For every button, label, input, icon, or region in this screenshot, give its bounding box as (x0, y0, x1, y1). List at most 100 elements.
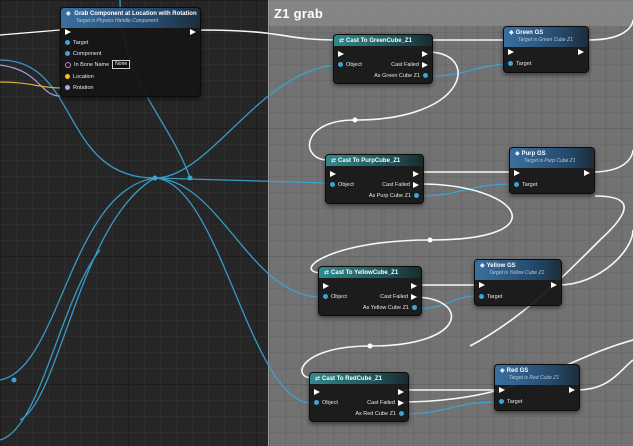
cast-failed-label: Cast Failed (391, 61, 419, 68)
gs-node-header[interactable]: ◆Green GS Target is Green Cube Z1 (504, 27, 588, 47)
cast-node-title: Cast To GreenCube_Z1 (346, 38, 412, 44)
object-pin-icon[interactable] (314, 400, 319, 405)
gs-node-subtitle: Target is Purp Cube Z1 (524, 158, 576, 164)
target-pin-icon[interactable] (508, 61, 513, 66)
exec-in-pin-icon[interactable] (499, 386, 505, 393)
gs-node-green[interactable]: ◆Green GS Target is Green Cube Z1 Target (503, 26, 589, 73)
exec-in-pin-icon[interactable] (508, 48, 514, 55)
reroute-node (427, 237, 433, 243)
object-wire (0, 249, 101, 441)
grab-node-header[interactable]: ◆ Grab Component at Location with Rotati… (61, 8, 200, 28)
cast-node-purp[interactable]: ⇄Cast To PurpCube_Z1 Object Cast Failed … (325, 154, 424, 204)
cast-node-header[interactable]: ⇄Cast To RedCube_Z1 (310, 373, 408, 384)
gs-node-purp[interactable]: ◆Purp GS Target is Purp Cube Z1 Target (509, 147, 595, 194)
function-diamond-icon: ◆ (500, 368, 505, 374)
cast-node-header[interactable]: ⇄Cast To YellowCube_Z1 (319, 267, 421, 278)
exec-out-pin-icon[interactable] (413, 170, 419, 177)
component-pin-icon[interactable] (65, 51, 70, 56)
exec-out-pin-icon[interactable] (584, 169, 590, 176)
object-label: Object (338, 181, 354, 188)
cast-node-title: Cast To RedCube_Z1 (322, 376, 382, 382)
target-pin-icon[interactable] (479, 294, 484, 299)
function-diamond-icon: ◆ (66, 11, 71, 17)
exec-in-pin-icon[interactable] (323, 282, 329, 289)
function-diamond-icon: ◆ (515, 151, 520, 157)
target-label: Target (522, 181, 538, 188)
object-pin-icon[interactable] (323, 294, 328, 299)
reroute-node (367, 343, 373, 349)
cast-node-title: Cast To PurpCube_Z1 (338, 158, 401, 164)
exec-wire (196, 29, 338, 41)
exec-wire (591, 149, 633, 173)
cast-node-header[interactable]: ⇄Cast To GreenCube_Z1 (334, 35, 432, 46)
object-pin-icon[interactable] (338, 62, 343, 67)
object-wire (419, 183, 514, 197)
exec-in-pin-icon[interactable] (514, 169, 520, 176)
object-label: Object (346, 61, 362, 68)
cast-output-pin-icon[interactable] (399, 411, 404, 416)
rotation-pin-icon[interactable] (65, 85, 70, 90)
cast-output-label: As Yellow Cube Z1 (362, 304, 409, 311)
exec-out-pin-icon[interactable] (551, 281, 557, 288)
object-pin-icon[interactable] (330, 182, 335, 187)
exec-in-pin-icon[interactable] (314, 388, 320, 395)
object-wire (19, 177, 156, 421)
target-pin-icon[interactable] (65, 40, 70, 45)
cast-failed-label: Cast Failed (367, 399, 395, 406)
gs-node-subtitle: Target is Red Cube Z1 (509, 375, 560, 381)
object-wire (427, 63, 509, 77)
cast-node-red[interactable]: ⇄Cast To RedCube_Z1 Object Cast Failed A… (309, 372, 409, 422)
gs-node-title: Red GS (506, 368, 529, 374)
cast-node-header[interactable]: ⇄Cast To PurpCube_Z1 (326, 155, 423, 166)
exec-out-pin-icon[interactable] (422, 50, 428, 57)
target-pin-icon[interactable] (499, 399, 504, 404)
comment-header[interactable]: Z1 grab (269, 0, 633, 26)
cast-failed-pin-icon[interactable] (398, 399, 404, 406)
exec-wire (310, 183, 514, 274)
cast-output-label: As Red Cube Z1 (355, 410, 396, 417)
target-pin-icon[interactable] (514, 182, 519, 187)
reroute-node (11, 377, 17, 383)
grab-component-node[interactable]: ◆ Grab Component at Location with Rotati… (60, 7, 201, 97)
object-wire (154, 177, 321, 298)
exec-in-pin-icon[interactable] (330, 170, 336, 177)
bone-name-pin-icon[interactable] (65, 61, 71, 68)
exec-in-pin-icon[interactable] (338, 50, 344, 57)
function-diamond-icon: ◆ (480, 263, 485, 269)
gs-node-title: Yellow GS (486, 263, 516, 269)
gs-node-red[interactable]: ◆Red GS Target is Red Cube Z1 Target (494, 364, 580, 411)
cast-failed-pin-icon[interactable] (413, 181, 419, 188)
gs-node-header[interactable]: ◆Red GS Target is Red Cube Z1 (495, 365, 579, 385)
exec-wire (557, 229, 633, 286)
cast-node-yellow[interactable]: ⇄Cast To YellowCube_Z1 Object Cast Faile… (318, 266, 422, 316)
cast-output-pin-icon[interactable] (412, 305, 417, 310)
gs-node-header[interactable]: ◆Yellow GS Target is Yellow Cube Z1 (475, 260, 561, 280)
cast-node-green[interactable]: ⇄Cast To GreenCube_Z1 Object Cast Failed… (333, 34, 433, 84)
gs-node-subtitle: Target is Green Cube Z1 (518, 37, 573, 43)
object-label: Object (322, 399, 338, 406)
exec-out-pin-icon[interactable] (398, 388, 404, 395)
object-label: Object (331, 293, 347, 300)
cast-failed-pin-icon[interactable] (422, 61, 428, 68)
location-pin-icon[interactable] (65, 74, 70, 79)
exec-in-pin-icon[interactable] (65, 28, 71, 35)
gs-node-yellow[interactable]: ◆Yellow GS Target is Yellow Cube Z1 Targ… (474, 259, 562, 306)
exec-out-pin-icon[interactable] (411, 282, 417, 289)
reroute-node (352, 117, 358, 123)
cast-arrows-icon: ⇄ (315, 376, 321, 382)
cast-arrows-icon: ⇄ (339, 38, 345, 44)
cast-failed-pin-icon[interactable] (411, 293, 417, 300)
exec-out-pin-icon[interactable] (569, 386, 575, 393)
cast-output-pin-icon[interactable] (414, 193, 419, 198)
exec-in-pin-icon[interactable] (479, 281, 485, 288)
exec-out-pin-icon[interactable] (578, 48, 584, 55)
exec-wire (301, 296, 453, 379)
exec-out-pin-icon[interactable] (190, 28, 196, 35)
gs-node-header[interactable]: ◆Purp GS Target is Purp Cube Z1 (510, 148, 594, 168)
cast-arrows-icon: ⇄ (331, 158, 337, 164)
target-label: Target (516, 60, 532, 67)
cast-output-pin-icon[interactable] (423, 73, 428, 78)
bone-name-field[interactable]: None (112, 60, 131, 69)
grab-node-subtitle: Target is Physics Handle Component (76, 18, 159, 24)
